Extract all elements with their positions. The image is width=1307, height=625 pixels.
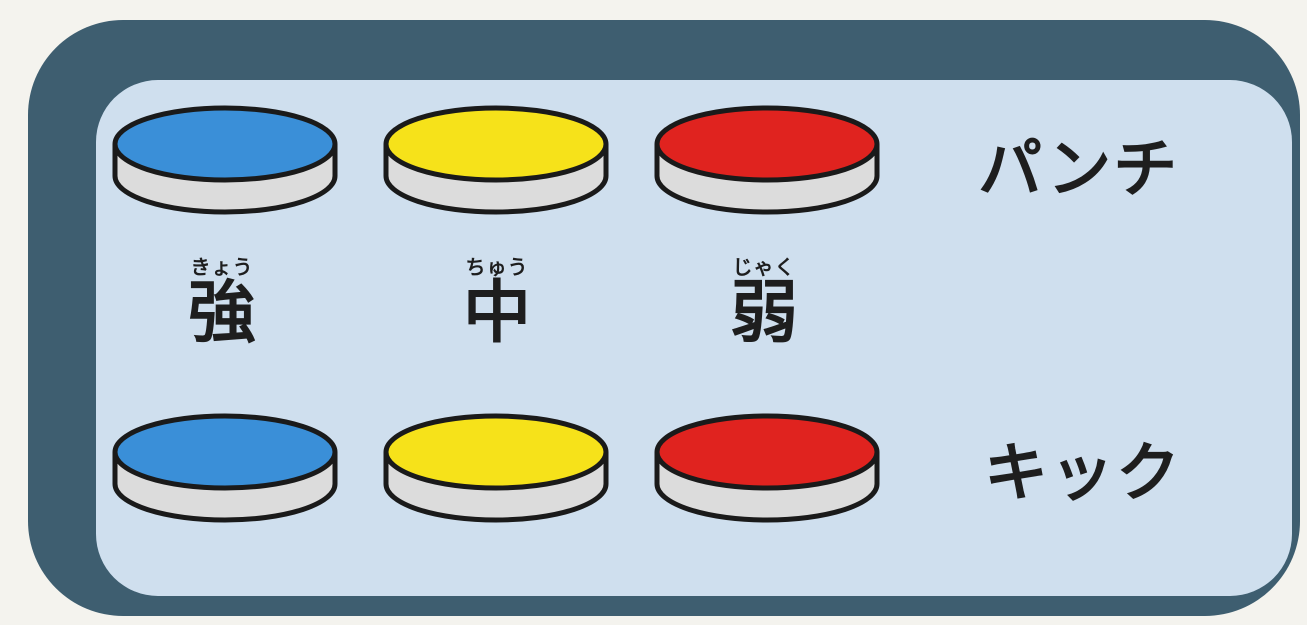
punch-row-label: パンチ — [978, 133, 1180, 207]
punch-medium-button[interactable] — [381, 96, 611, 216]
strength-ruby-strong: きょう — [190, 255, 254, 279]
strength-kanji-medium: 中 — [462, 274, 531, 353]
strength-kanji-weak: 弱 — [729, 274, 798, 353]
kick-weak-button[interactable] — [652, 404, 882, 524]
punch-weak-button[interactable] — [652, 96, 882, 216]
strength-ruby-medium: ちゅう — [465, 255, 529, 279]
kick-row-label: キック — [984, 437, 1182, 511]
strength-kanji-strong: 強 — [187, 274, 256, 353]
strength-ruby-weak: じゃく — [732, 255, 796, 279]
strength-label-weak: じゃく 弱 — [704, 256, 824, 350]
kick-strong-button[interactable] — [110, 404, 340, 524]
strength-label-medium: ちゅう 中 — [437, 256, 557, 350]
kick-medium-button[interactable] — [381, 404, 611, 524]
punch-strong-button[interactable] — [110, 96, 340, 216]
strength-label-strong: きょう 強 — [162, 256, 282, 350]
